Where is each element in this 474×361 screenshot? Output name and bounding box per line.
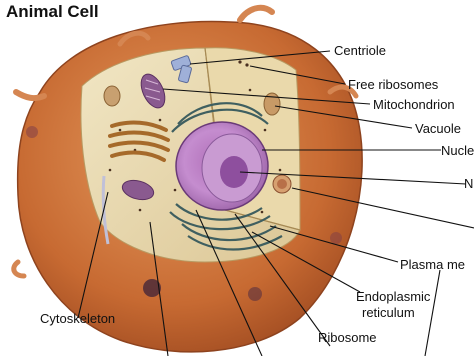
membrane-projection	[240, 8, 272, 20]
label-vacuole: Vacuole	[415, 121, 461, 136]
vacuole	[104, 86, 120, 106]
organelle-spot	[26, 126, 38, 138]
lysosome-inner	[277, 179, 287, 189]
organelle-spot	[330, 232, 342, 244]
label-ribosome: Ribosome	[318, 330, 377, 345]
label-mitochondrion: Mitochondrion	[373, 97, 455, 112]
label-nucleus: Nucle	[441, 143, 474, 158]
organelle-spot	[248, 287, 262, 301]
label-plasma-membrane: Plasma me	[400, 257, 465, 272]
label-endoplasmic-reticulum-line1: Endoplasmic	[356, 289, 430, 304]
label-endoplasmic-reticulum-line2: reticulum	[362, 305, 415, 320]
membrane-projection	[14, 262, 24, 276]
label-cytoskeleton: Cytoskeleton	[40, 311, 115, 326]
label-nucleolus: N	[464, 176, 473, 191]
diagram-title: Animal Cell	[6, 2, 99, 22]
label-centriole: Centriole	[334, 43, 386, 58]
label-free-ribosomes: Free ribosomes	[348, 77, 438, 92]
